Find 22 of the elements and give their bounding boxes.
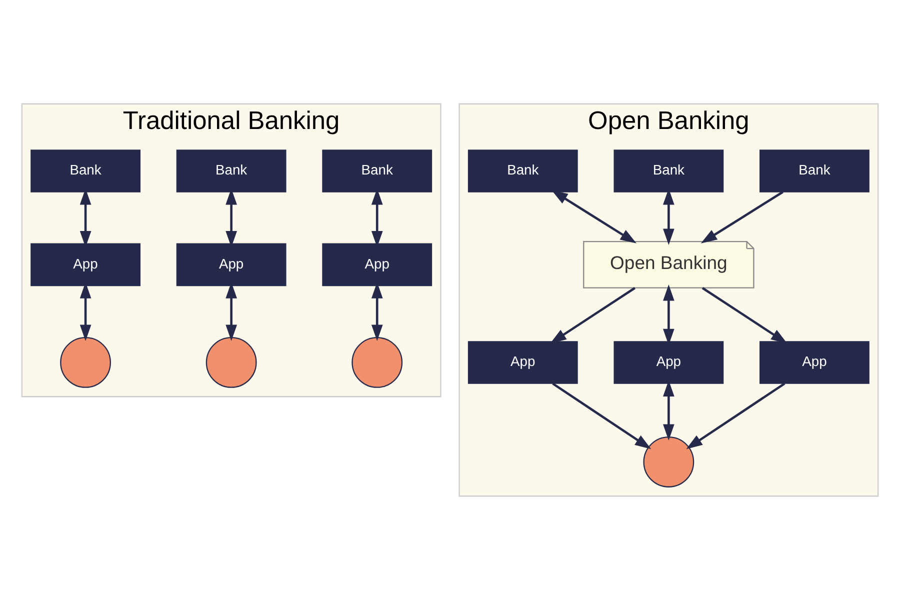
arrow <box>700 191 784 244</box>
node-box: Bank <box>760 150 870 192</box>
arrow <box>686 382 786 450</box>
node-person <box>643 436 694 488</box>
node-box: App <box>614 341 724 384</box>
node-box: App <box>30 243 140 286</box>
node-person <box>352 337 403 388</box>
node-box: App <box>760 341 870 384</box>
node-box: App <box>322 243 432 286</box>
arrow <box>552 382 652 450</box>
node-box: Bank <box>614 150 724 192</box>
node-box: Bank <box>30 150 140 192</box>
node-box: Bank <box>468 150 578 192</box>
node-box: App <box>176 243 286 286</box>
node-box: Bank <box>322 150 432 192</box>
node-box: Bank <box>176 150 286 192</box>
node-person <box>206 337 257 388</box>
node-box: App <box>468 341 578 384</box>
node-person <box>60 337 111 388</box>
arrow <box>702 287 788 344</box>
arrow <box>552 190 636 244</box>
arrow <box>550 287 636 344</box>
